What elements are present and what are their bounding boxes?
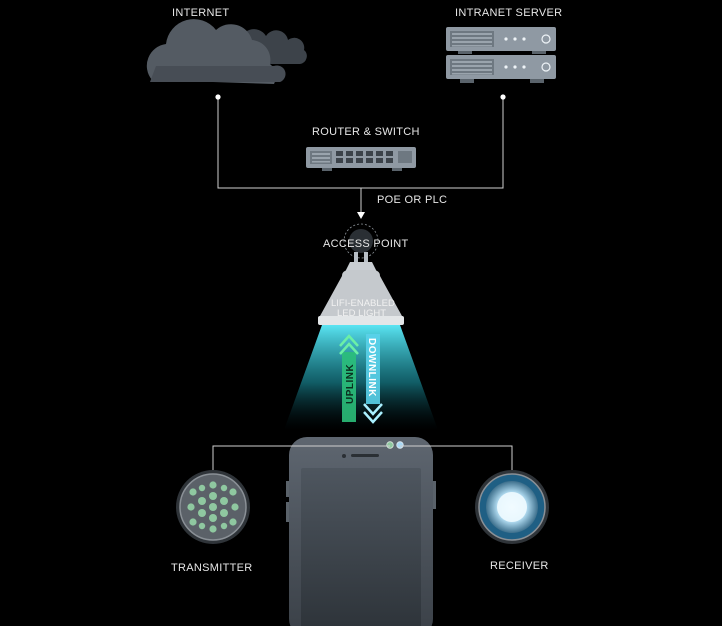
poe-plc-label: POE OR PLC (377, 194, 447, 206)
light-beam (284, 325, 438, 430)
intranet-server-label: INTRANET SERVER (455, 7, 562, 19)
access-point-halo (343, 223, 379, 259)
transmitter-led-array-icon (176, 470, 250, 544)
smartphone-icon (286, 437, 436, 626)
transmitter-label: TRANSMITTER (171, 562, 253, 574)
internet-connector-dot (215, 94, 221, 100)
server-connector-dot (500, 94, 506, 100)
access-point-label: ACCESS POINT (323, 238, 409, 250)
callout-lines (212, 445, 513, 472)
phone-transmitter-led (386, 441, 394, 449)
network-switch-icon (306, 147, 416, 171)
downlink-label: DOWNLINK (366, 338, 377, 397)
receiver-photodiode-icon (475, 470, 549, 544)
receiver-label: RECEIVER (490, 560, 549, 572)
access-point-core (349, 229, 373, 253)
router-switch-label: ROUTER & SWITCH (312, 126, 420, 138)
led-light-label-line2: LED LIGHT (337, 308, 386, 319)
internet-label: INTERNET (172, 7, 229, 19)
server-rack-icon (446, 27, 556, 83)
uplink-label: UPLINK (345, 364, 356, 405)
light-bulb-icon (318, 252, 404, 325)
arrow-down-icon (357, 212, 365, 219)
network-cabling (217, 97, 504, 214)
downlink-arrow (363, 334, 383, 424)
internet-cloud-icon (146, 19, 307, 85)
uplink-arrow (339, 334, 359, 422)
phone-receiver-sensor (396, 441, 404, 449)
led-light-label-line1: LIFI-ENABLED (331, 298, 395, 309)
